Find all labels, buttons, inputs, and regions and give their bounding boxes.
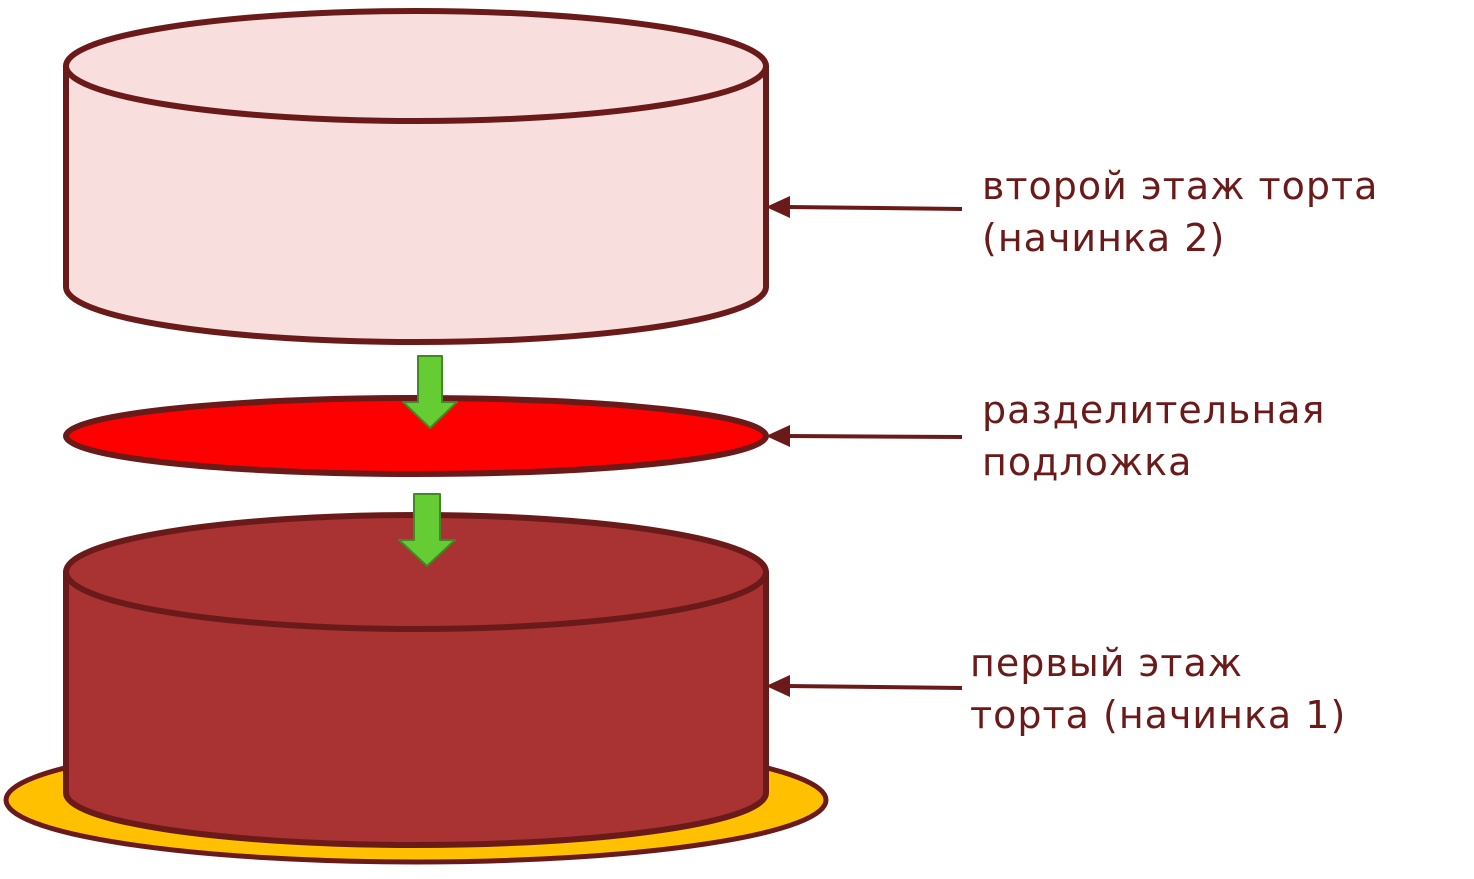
- green-down-arrow-icon: [402, 355, 458, 429]
- green-down-arrow-icon: [398, 493, 456, 567]
- pointer-arrow-icon: [766, 425, 790, 447]
- divider-label-line2: подложка: [982, 440, 1193, 484]
- pointer-arrow-mid: [766, 425, 963, 447]
- pointer-arrow-bot: [766, 675, 963, 697]
- bottom-tier-label-line1: первый этаж: [970, 641, 1244, 685]
- top-tier-label-line2: (начинка 2): [982, 216, 1226, 260]
- divider-label: разделительная подложка: [982, 384, 1325, 488]
- pointer-arrow-top: [766, 196, 963, 218]
- pointer-arrow-icon: [766, 675, 790, 697]
- top-tier-label: второй этаж торта (начинка 2): [982, 160, 1378, 264]
- bottom-tier-label-line2: торта (начинка 1): [970, 693, 1347, 737]
- bottom-tier-label: первый этаж торта (начинка 1): [970, 637, 1346, 741]
- top-tier-label-line1: второй этаж торта: [982, 164, 1379, 208]
- bottom-tier: [63, 512, 769, 848]
- top-tier-body: [63, 63, 769, 345]
- bottom-tier-body: [63, 569, 769, 848]
- pointer-arrow-icon: [766, 196, 790, 218]
- top-tier: [63, 8, 769, 345]
- divider-label-line1: разделительная: [982, 388, 1326, 432]
- top-tier-top: [63, 8, 769, 124]
